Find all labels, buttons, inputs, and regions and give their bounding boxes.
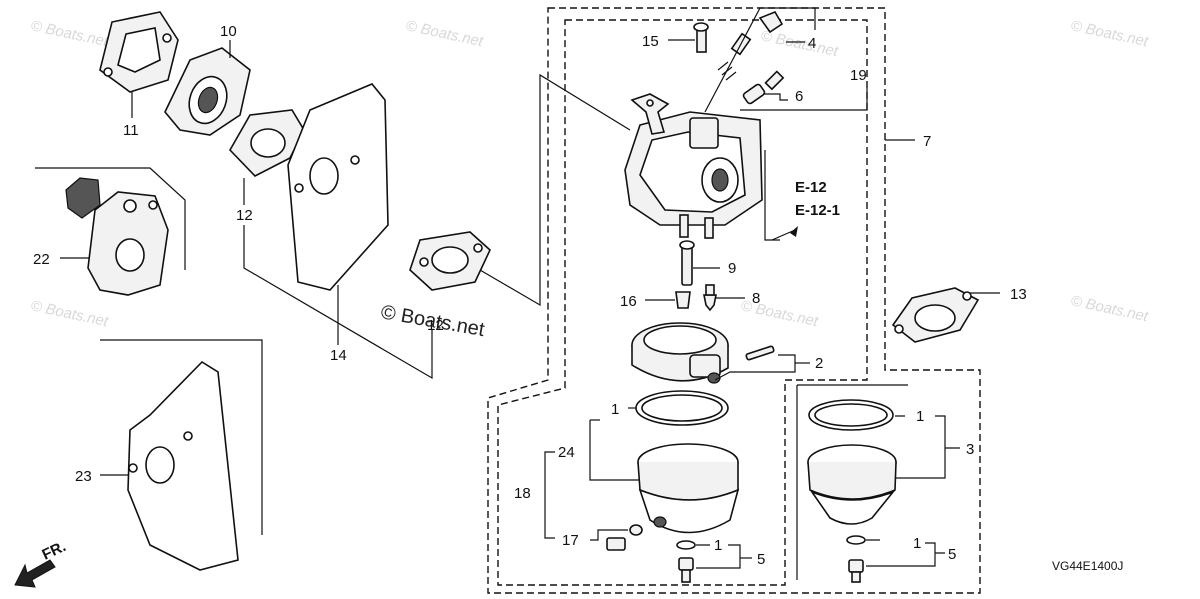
callout-11: 11	[123, 122, 139, 139]
callout-1-washer-3: 1	[913, 535, 921, 552]
callout-7: 7	[923, 133, 931, 150]
callout-17: 17	[562, 532, 579, 549]
part-24-float-bowl	[589, 419, 740, 534]
leader-12	[243, 225, 433, 380]
callout-1: 1	[611, 401, 619, 418]
part-6-screw	[742, 70, 788, 105]
part-4-screw	[704, 7, 816, 113]
part-22-bracket	[35, 167, 186, 296]
callout-24: 24	[558, 444, 575, 461]
part-8-needle	[703, 284, 745, 312]
reference-arrow	[764, 150, 798, 241]
callout-19: 19	[850, 67, 867, 84]
part-12-gasket-lower	[409, 231, 491, 291]
assembly-19-boundary	[487, 7, 981, 594]
callout-15: 15	[642, 33, 659, 50]
part-10-insulator	[164, 40, 251, 136]
part-1-oring	[628, 390, 729, 426]
part-11-gasket	[99, 11, 179, 118]
callouts: 10 11 12 12 14 22 23 15 4 19 6 7 9 16 8 …	[33, 23, 1027, 568]
leader-19	[740, 88, 868, 111]
reference-label: E-12	[795, 179, 827, 196]
part-23-shield	[100, 339, 263, 571]
callout-12-lower: 12	[427, 317, 444, 334]
front-marker: FR.	[40, 538, 69, 564]
watermark-text: © Boats.net	[759, 27, 840, 60]
leader-carb	[479, 73, 631, 307]
part-3-float-bowl-set	[796, 384, 960, 583]
callout-16: 16	[620, 293, 637, 310]
callout-9: 9	[728, 260, 736, 277]
diagram-code: VG44E1400J	[1052, 559, 1123, 573]
part-16-jet	[645, 291, 691, 309]
callout-1-oring-3: 1	[916, 408, 924, 425]
part-9-nozzle	[679, 240, 720, 286]
part-14-shield	[287, 83, 389, 345]
part-5-drain-bolt	[676, 540, 752, 583]
assembly-7-boundary	[497, 19, 868, 586]
watermark-text: © Boats.net	[404, 17, 485, 50]
part-2-pin	[714, 345, 810, 381]
callout-12: 12	[236, 207, 253, 224]
float-chamber-cap	[631, 322, 729, 384]
callout-13: 13	[1010, 286, 1027, 303]
callout-23: 23	[75, 468, 92, 485]
callout-18: 18	[514, 485, 531, 502]
carburetor-body	[624, 93, 763, 239]
callout-3: 3	[966, 441, 974, 458]
part-15-screw	[668, 22, 709, 53]
part-13-gasket	[891, 287, 1000, 343]
callout-10: 10	[220, 23, 237, 40]
callout-14: 14	[330, 347, 347, 364]
part-17-bolt	[590, 524, 643, 551]
callout-5-set: 5	[948, 546, 956, 563]
callout-5: 5	[757, 551, 765, 568]
reference-label: E-12-1	[795, 202, 840, 219]
callout-4: 4	[808, 35, 816, 52]
watermark-text: © Boats.net	[1069, 17, 1150, 50]
watermark-text: © Boats.net	[29, 17, 110, 50]
callout-2: 2	[815, 355, 823, 372]
callout-22: 22	[33, 251, 50, 268]
watermark-text: © Boats.net	[1069, 292, 1150, 325]
part-12-gasket	[229, 109, 305, 205]
watermark-text: © Boats.net	[29, 297, 110, 330]
callout-6: 6	[795, 88, 803, 105]
callout-8: 8	[752, 290, 760, 307]
front-direction-arrow: FR.	[14, 538, 69, 588]
bracket-18	[544, 451, 555, 539]
callout-1-washer: 1	[714, 537, 722, 554]
